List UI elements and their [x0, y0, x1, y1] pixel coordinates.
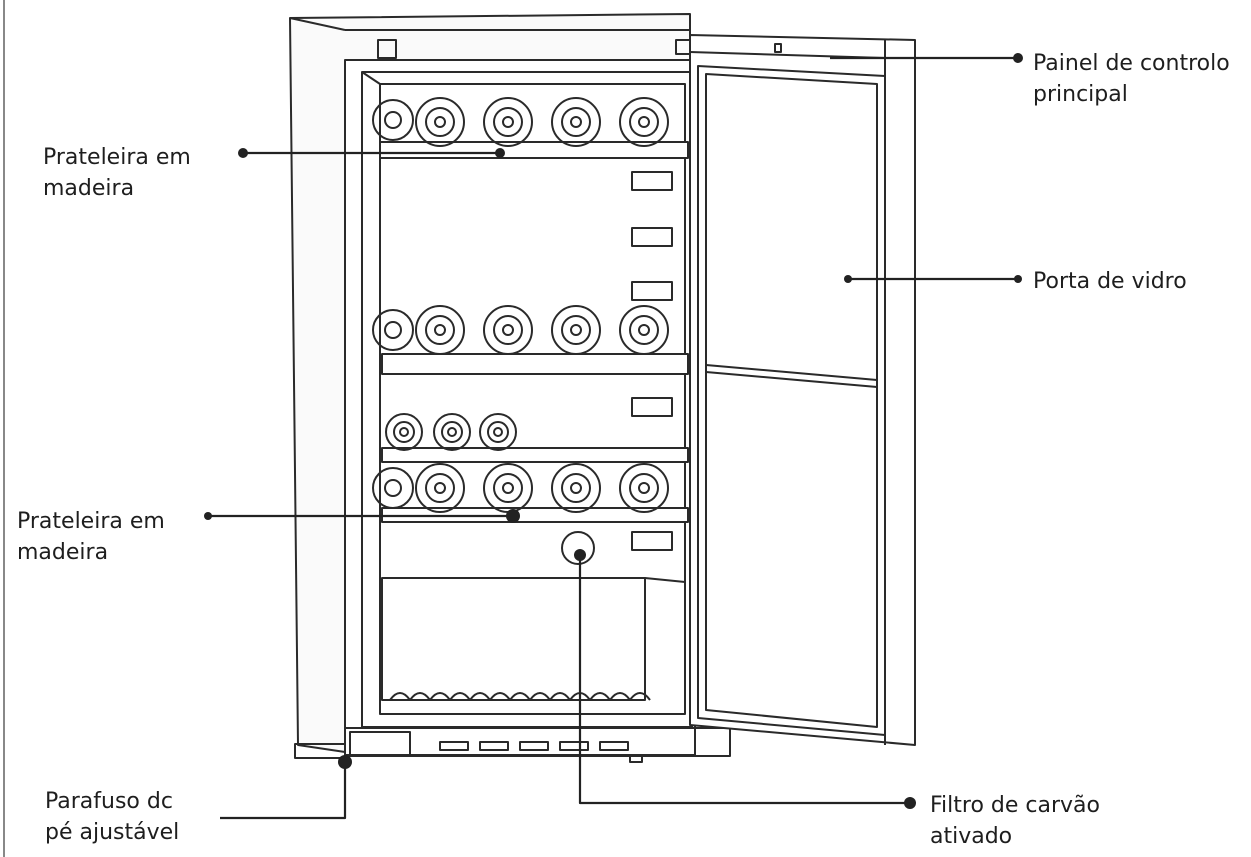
label-line: Painel de controlo: [1033, 51, 1230, 76]
side-rails: [631, 171, 673, 551]
label-line: madeira: [17, 540, 109, 565]
bottle-row-lower: [385, 413, 517, 451]
label-wood-shelf-top: Prateleira em madeira: [43, 142, 191, 204]
shelves: [379, 141, 689, 701]
leader-dots: [204, 53, 1023, 809]
leader-lines: [208, 56, 1018, 820]
label-adjustable-foot: Parafuso dc pé ajustável: [45, 786, 179, 848]
glass-door: [689, 34, 916, 746]
bottle-row-middle: [372, 305, 669, 355]
label-wood-shelf-bottom: Prateleira em madeira: [17, 506, 165, 568]
label-control-panel: Painel de controlo principal: [1033, 48, 1230, 110]
label-line: Filtro de carvão: [930, 793, 1100, 818]
label-line: Prateleira em: [17, 509, 165, 534]
label-line: Porta de vidro: [1033, 269, 1187, 294]
bottle-row-bottom: [372, 463, 669, 513]
bottle-row-top: [372, 97, 669, 147]
label-charcoal-filter: Filtro de carvão ativado: [930, 790, 1100, 852]
label-line: Prateleira em: [43, 145, 191, 170]
label-line: pé ajustável: [45, 820, 180, 845]
label-glass-door: Porta de vidro: [1033, 266, 1187, 297]
charcoal-filter: [561, 531, 595, 565]
label-line: madeira: [43, 176, 135, 201]
label-line: Parafuso dc: [45, 789, 173, 814]
cabinet-body: [289, 13, 731, 763]
label-line: ativado: [930, 824, 1013, 849]
label-line: principal: [1033, 82, 1128, 107]
frame-border: [3, 0, 5, 857]
